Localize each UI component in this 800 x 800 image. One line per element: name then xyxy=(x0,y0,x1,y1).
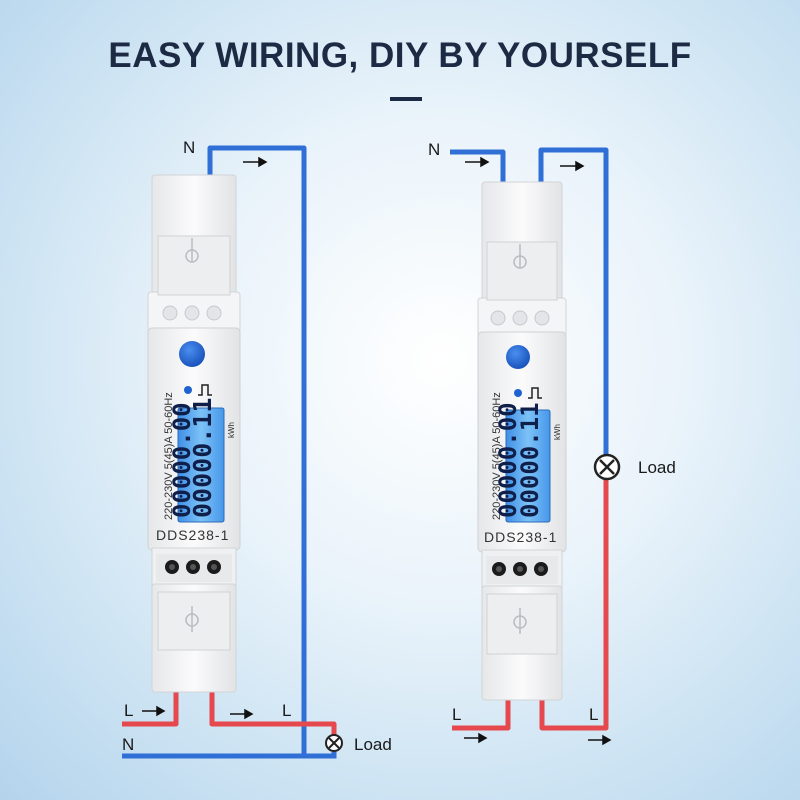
left-lcd-reading-top: 00000.11 xyxy=(188,398,217,518)
right-live-wire xyxy=(452,476,609,731)
left-label-load: Load xyxy=(354,735,392,754)
left-label-neutral-out: N xyxy=(122,735,134,754)
left-terminals xyxy=(156,554,232,582)
left-meter-model: DDS238-1 xyxy=(156,527,229,543)
right-lcd-screen xyxy=(505,409,551,523)
headline-underline xyxy=(390,97,422,101)
left-lcd-reading-bottom: 00000.00 xyxy=(168,402,196,518)
left-lcd-unit: kWh xyxy=(227,422,236,438)
right-lcd-reading-top: 00000.11 xyxy=(516,402,544,518)
right-meter-model: DDS238-1 xyxy=(484,529,557,545)
left-pulse-icon xyxy=(198,384,212,396)
left-label-neutral-in: N xyxy=(183,138,195,157)
right-lcd-unit: kWh xyxy=(553,424,562,440)
left-live-wire xyxy=(122,690,337,735)
right-terminals xyxy=(486,556,558,584)
meter-left: 220-230V 5(45)A 50-60Hz 00000.11 00000.0… xyxy=(122,138,392,759)
right-label-live-in: L xyxy=(452,705,461,724)
right-flow-arrows xyxy=(464,156,612,746)
right-meter-spec: 220-230V 5(45)A 50-60Hz xyxy=(491,392,503,520)
left-flow-arrows xyxy=(142,156,268,720)
right-lcd-reading-bottom: 00000.00 xyxy=(494,402,522,518)
right-pulse-icon xyxy=(528,387,542,399)
right-label-load: Load xyxy=(638,458,676,477)
right-neutral-wire xyxy=(450,147,609,458)
right-load-icon xyxy=(593,453,621,481)
left-lcd-screen xyxy=(177,407,225,523)
left-neutral-wire xyxy=(122,145,307,759)
right-label-neutral-in: N xyxy=(428,140,440,159)
right-pulse-led xyxy=(514,389,522,397)
page-headline: EASY WIRING, DIY BY YOURSELF xyxy=(108,36,692,75)
meter-right: 220-230V 5(45)A 50-60Hz 00000.11 00000.0… xyxy=(428,140,676,746)
left-label-live-out: L xyxy=(282,701,291,720)
left-meter-spec: 220-230V 5(45)A 50-60Hz xyxy=(163,392,175,520)
right-label-live-out: L xyxy=(589,705,598,724)
right-meter-button[interactable] xyxy=(506,345,530,369)
left-meter-button[interactable] xyxy=(179,341,205,367)
left-label-live-in: L xyxy=(124,701,133,720)
left-load-icon xyxy=(325,734,343,752)
left-pulse-led xyxy=(184,386,192,394)
